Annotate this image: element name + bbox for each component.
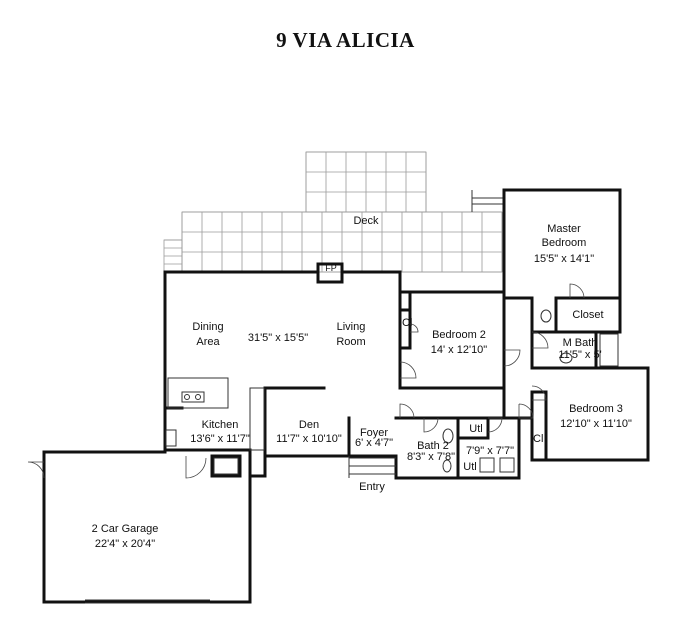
master-bedroom-label-1: Master [547, 223, 581, 235]
garage-dims: 22'4" x 20'4" [95, 538, 155, 550]
deck-label: Deck [353, 215, 379, 227]
m-bath-label: M Bath [563, 337, 598, 349]
bedroom2-label: Bedroom 2 [432, 329, 486, 341]
bedroom3-closet-label: Cl [533, 433, 543, 445]
foyer-dims: 6' x 4'7" [355, 437, 393, 449]
garage-label: 2 Car Garage [92, 523, 159, 535]
den-dims: 11'7" x 10'10" [276, 433, 342, 445]
fp-label: FP [325, 263, 337, 273]
master-bedroom-dims: 15'5" x 14'1" [534, 253, 594, 265]
utl-dims: 7'9" x 7'7" [466, 445, 514, 457]
dining-label-1: Dining [192, 321, 223, 333]
bath2-label: Bath 2 [417, 440, 449, 452]
bedroom3-dims: 12'10" x 11'10" [560, 418, 632, 430]
room-labels: Deck FP Master Bedroom 15'5" x 14'1" Clo… [92, 215, 632, 550]
deck [163, 151, 504, 273]
bedroom2-dims: 14' x 12'10" [431, 344, 488, 356]
bedroom3-label: Bedroom 3 [569, 403, 623, 415]
walls [42, 188, 650, 604]
closet-label: Closet [572, 309, 603, 321]
living-dims: 31'5" x 15'5" [248, 332, 308, 344]
plan-title: 9 VIA ALICIA [276, 28, 415, 52]
utl-label-1: Utl [469, 423, 482, 435]
master-bedroom-label-2: Bedroom [542, 237, 587, 249]
doors [27, 283, 585, 479]
bedroom2-closet-label: Cl [402, 317, 412, 329]
kitchen-label: Kitchen [202, 419, 239, 431]
living-label-1: Living [337, 321, 366, 333]
foyer-label: Foyer [360, 427, 388, 439]
entry-label: Entry [359, 481, 385, 493]
fixtures [165, 309, 619, 475]
living-label-2: Room [336, 336, 365, 348]
utl-label-2: Utl [463, 461, 476, 473]
den-label: Den [299, 419, 319, 431]
dining-label-2: Area [196, 336, 220, 348]
bath2-dims: 8'3" x 7'8" [407, 451, 455, 463]
m-bath-dims: 11'5" x 5' [558, 349, 601, 361]
kitchen-dims: 13'6" x 11'7" [190, 433, 250, 445]
